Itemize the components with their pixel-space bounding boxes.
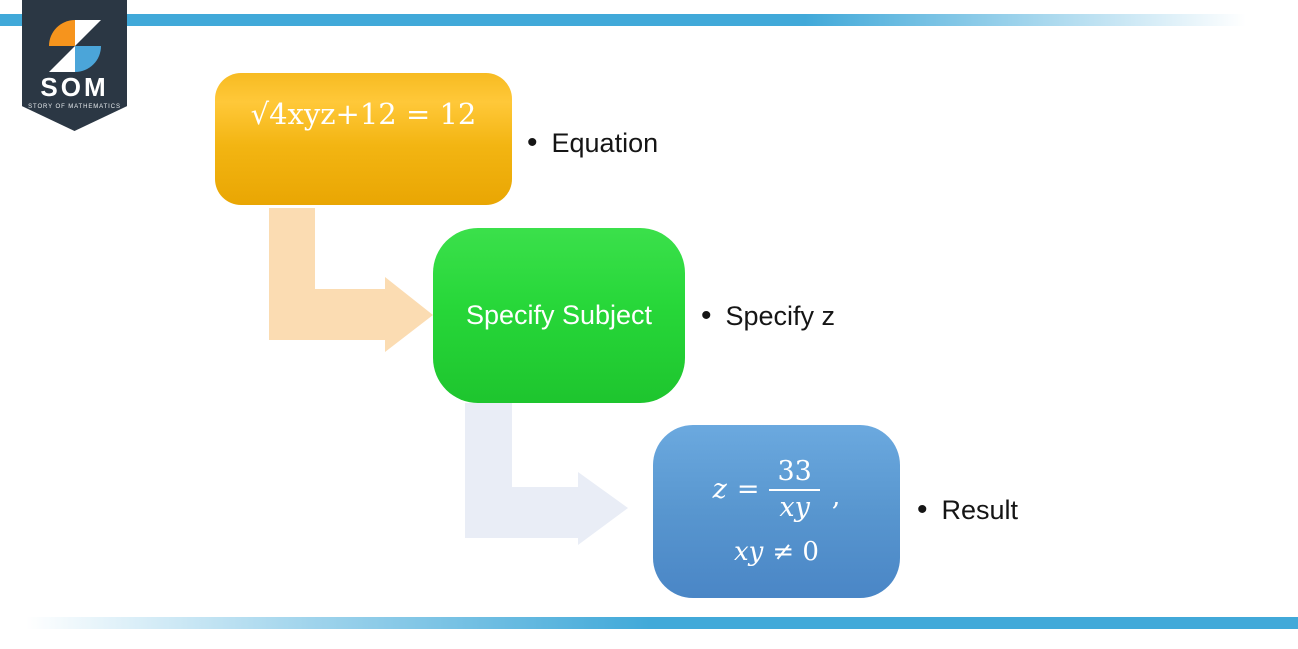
equation-label-text: Equation <box>551 128 659 158</box>
logo-brand-text: SOM <box>40 72 109 102</box>
logo-blue-quarter <box>74 46 101 72</box>
bottom-accent-bar <box>0 617 1298 629</box>
logo-orange-quarter <box>48 20 75 46</box>
result-label: • Result <box>917 494 1018 526</box>
elbow-arrow-1 <box>269 208 433 352</box>
specify-subject-text: Specify Subject <box>465 300 653 330</box>
equation-label: • Equation <box>527 127 658 159</box>
elbow-arrow-1-shape <box>269 208 433 352</box>
condition-variable: xy <box>734 536 764 567</box>
equals-sign: = <box>736 474 760 505</box>
result-condition-row: xy ≠ 0 <box>734 537 819 567</box>
fraction: 33 xy <box>769 456 820 523</box>
bullet-icon: • <box>701 299 712 332</box>
bullet-icon: • <box>527 126 538 159</box>
som-logo-banner: SOM STORY OF MATHEMATICS <box>22 0 127 131</box>
top-accent-bar <box>0 14 1298 26</box>
result-box: z = 33 xy , xy ≠ 0 <box>653 425 900 598</box>
fraction-numerator: 33 <box>769 456 820 491</box>
specify-subject-box: Specify Subject <box>433 228 685 403</box>
result-equation-row: z = 33 xy , <box>713 456 841 522</box>
elbow-arrow-2-shape <box>465 403 628 545</box>
logo-tagline-text: STORY OF MATHEMATICS <box>28 104 121 110</box>
comma: , <box>831 481 841 512</box>
result-label-text: Result <box>941 495 1019 525</box>
equation-text: √4xyz+12 = 12 <box>250 97 477 131</box>
som-pinwheel-icon <box>48 20 101 72</box>
bullet-icon: • <box>917 493 928 526</box>
specify-label: • Specify z <box>701 300 835 332</box>
logo-white-triangle-top <box>74 20 101 46</box>
result-lhs-variable: z <box>712 474 727 505</box>
elbow-arrow-2 <box>465 403 628 545</box>
logo-white-triangle-bottom <box>48 46 75 72</box>
fraction-denominator: xy <box>779 491 810 523</box>
condition-relation: ≠ 0 <box>772 536 819 567</box>
specify-label-text: Specify z <box>725 301 836 331</box>
equation-box: √4xyz+12 = 12 <box>215 73 512 205</box>
